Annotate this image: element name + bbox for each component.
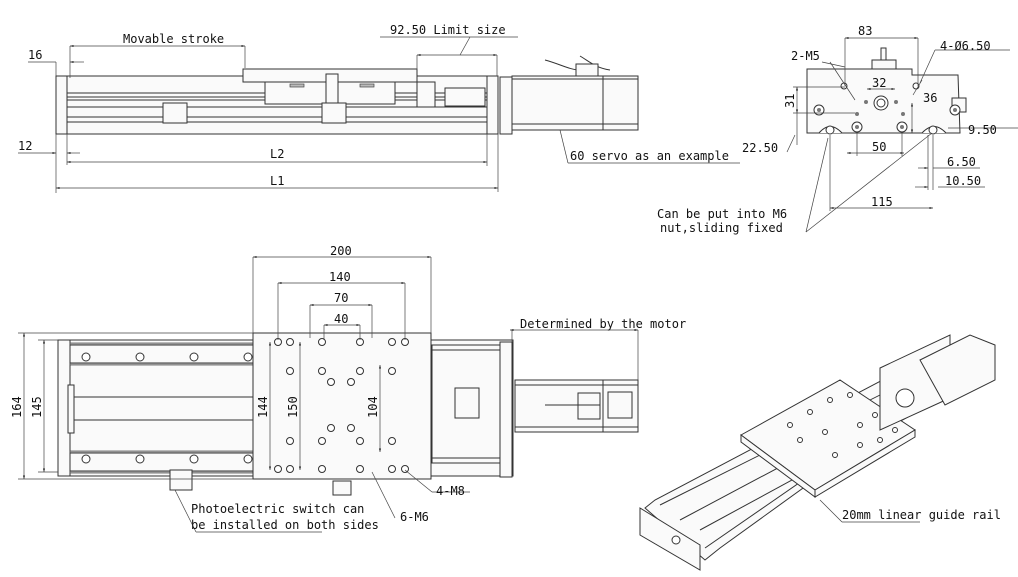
left-end-plate — [55, 75, 68, 135]
servo-motor — [511, 75, 639, 131]
dim-31: 31 — [783, 94, 797, 108]
plate-mount-hole — [286, 437, 294, 445]
rail-bolt-hole — [243, 454, 253, 464]
dim-16: 16 — [28, 48, 42, 62]
photoelectric-switch-left — [169, 469, 193, 491]
dim-145: 145 — [30, 396, 44, 418]
dim-6-50: 6.50 — [947, 155, 976, 169]
dim-150: 150 — [286, 396, 300, 418]
plate-mount-hole — [356, 465, 364, 473]
plate-mount-hole — [388, 465, 396, 473]
plate-mount-hole — [286, 465, 294, 473]
iso-plate-hole — [872, 412, 878, 418]
iso-plate-hole — [797, 437, 803, 443]
rail-bolt-hole — [135, 454, 145, 464]
hole-spec-4-d6-50: 4-Ø6.50 — [940, 39, 991, 53]
iso-plate-hole — [807, 409, 813, 415]
dim-l2: L2 — [270, 147, 284, 161]
rail-bolt-hole — [189, 454, 199, 464]
plate-holes — [274, 338, 409, 473]
dim-200: 200 — [330, 244, 352, 258]
nut-note-line1: Can be put into M6 — [657, 207, 787, 221]
motor-flange — [499, 76, 513, 135]
iso-plate-hole — [892, 427, 898, 433]
plate-mount-hole — [286, 338, 294, 346]
dim-104: 104 — [366, 396, 380, 418]
end-view — [786, 36, 1018, 233]
servo-note: 60 servo as an example — [570, 149, 729, 163]
carriage-top-plate — [252, 332, 432, 480]
dim-40: 40 — [334, 312, 348, 326]
iso-plate-hole — [847, 392, 853, 398]
dim-22-50: 22.50 — [742, 141, 778, 155]
rail-bolt-hole — [135, 352, 145, 362]
dim-9-50: 9.50 — [968, 123, 997, 137]
switch-note-line2: be installed on both sides — [191, 518, 379, 532]
iso-plate-hole — [822, 429, 828, 435]
plate-mount-hole — [286, 367, 294, 375]
iso-motor — [919, 334, 996, 406]
rail-bolt-hole — [81, 454, 91, 464]
plate-mount-hole — [327, 424, 335, 432]
plate-mount-hole — [318, 338, 326, 346]
motor-note: Determined by the motor — [520, 317, 686, 331]
plate-mount-hole — [356, 367, 364, 375]
switch-bracket-right — [321, 102, 347, 124]
nut-note-line2: nut,sliding fixed — [660, 221, 783, 235]
screw-spec-2-m5: 2-M5 — [791, 49, 820, 63]
plan-view — [18, 255, 639, 533]
dim-10-50: 10.50 — [945, 174, 981, 188]
rail-note: 20mm linear guide rail — [842, 508, 1001, 522]
iso-plate-holes — [787, 392, 898, 458]
rail-holes — [81, 352, 253, 464]
dim-140: 140 — [329, 270, 351, 284]
plate-mount-hole — [347, 378, 355, 386]
dim-l1: L1 — [270, 174, 284, 188]
iso-plate-hole — [857, 422, 863, 428]
iso-plate-hole — [877, 437, 883, 443]
right-end-plate — [486, 75, 499, 135]
plate-mount-hole — [274, 465, 282, 473]
dim-164: 164 — [10, 396, 24, 418]
dim-32: 32 — [872, 76, 886, 90]
screw-spec-4-m8: 4-M8 — [436, 484, 465, 498]
plate-mount-hole — [327, 378, 335, 386]
rail-bolt-hole — [189, 352, 199, 362]
movable-stroke-label: Movable stroke — [123, 32, 224, 46]
rail-bolt-hole — [243, 352, 253, 362]
plate-mount-hole — [356, 437, 364, 445]
dim-12: 12 — [18, 139, 32, 153]
switch-bracket-left — [162, 102, 188, 124]
dim-115: 115 — [871, 195, 893, 209]
plate-mount-hole — [388, 338, 396, 346]
rail-bolt-hole — [81, 352, 91, 362]
dim-144: 144 — [256, 396, 270, 418]
plate-mount-hole — [388, 367, 396, 375]
dim-50: 50 — [872, 140, 886, 154]
plate-mount-hole — [318, 367, 326, 375]
plate-mount-hole — [318, 437, 326, 445]
dim-83: 83 — [858, 24, 872, 38]
limit-size-label: 92.50 Limit size — [390, 23, 506, 37]
switch-note-line1: Photoelectric switch can — [191, 502, 364, 516]
dim-36: 36 — [923, 91, 937, 105]
iso-plate-hole — [787, 422, 793, 428]
isometric-view — [639, 334, 996, 571]
side-view — [18, 36, 740, 193]
iso-end-plate — [639, 507, 701, 571]
iso-plate-hole — [827, 397, 833, 403]
plate-mount-hole — [401, 465, 409, 473]
plate-mount-hole — [388, 437, 396, 445]
plate-mount-hole — [318, 465, 326, 473]
screw-spec-6-m6: 6-M6 — [400, 510, 429, 524]
plate-mount-hole — [347, 424, 355, 432]
dim-70: 70 — [334, 291, 348, 305]
iso-plate-hole — [857, 442, 863, 448]
iso-plate-hole — [832, 452, 838, 458]
photoelectric-switch-right — [332, 480, 352, 496]
